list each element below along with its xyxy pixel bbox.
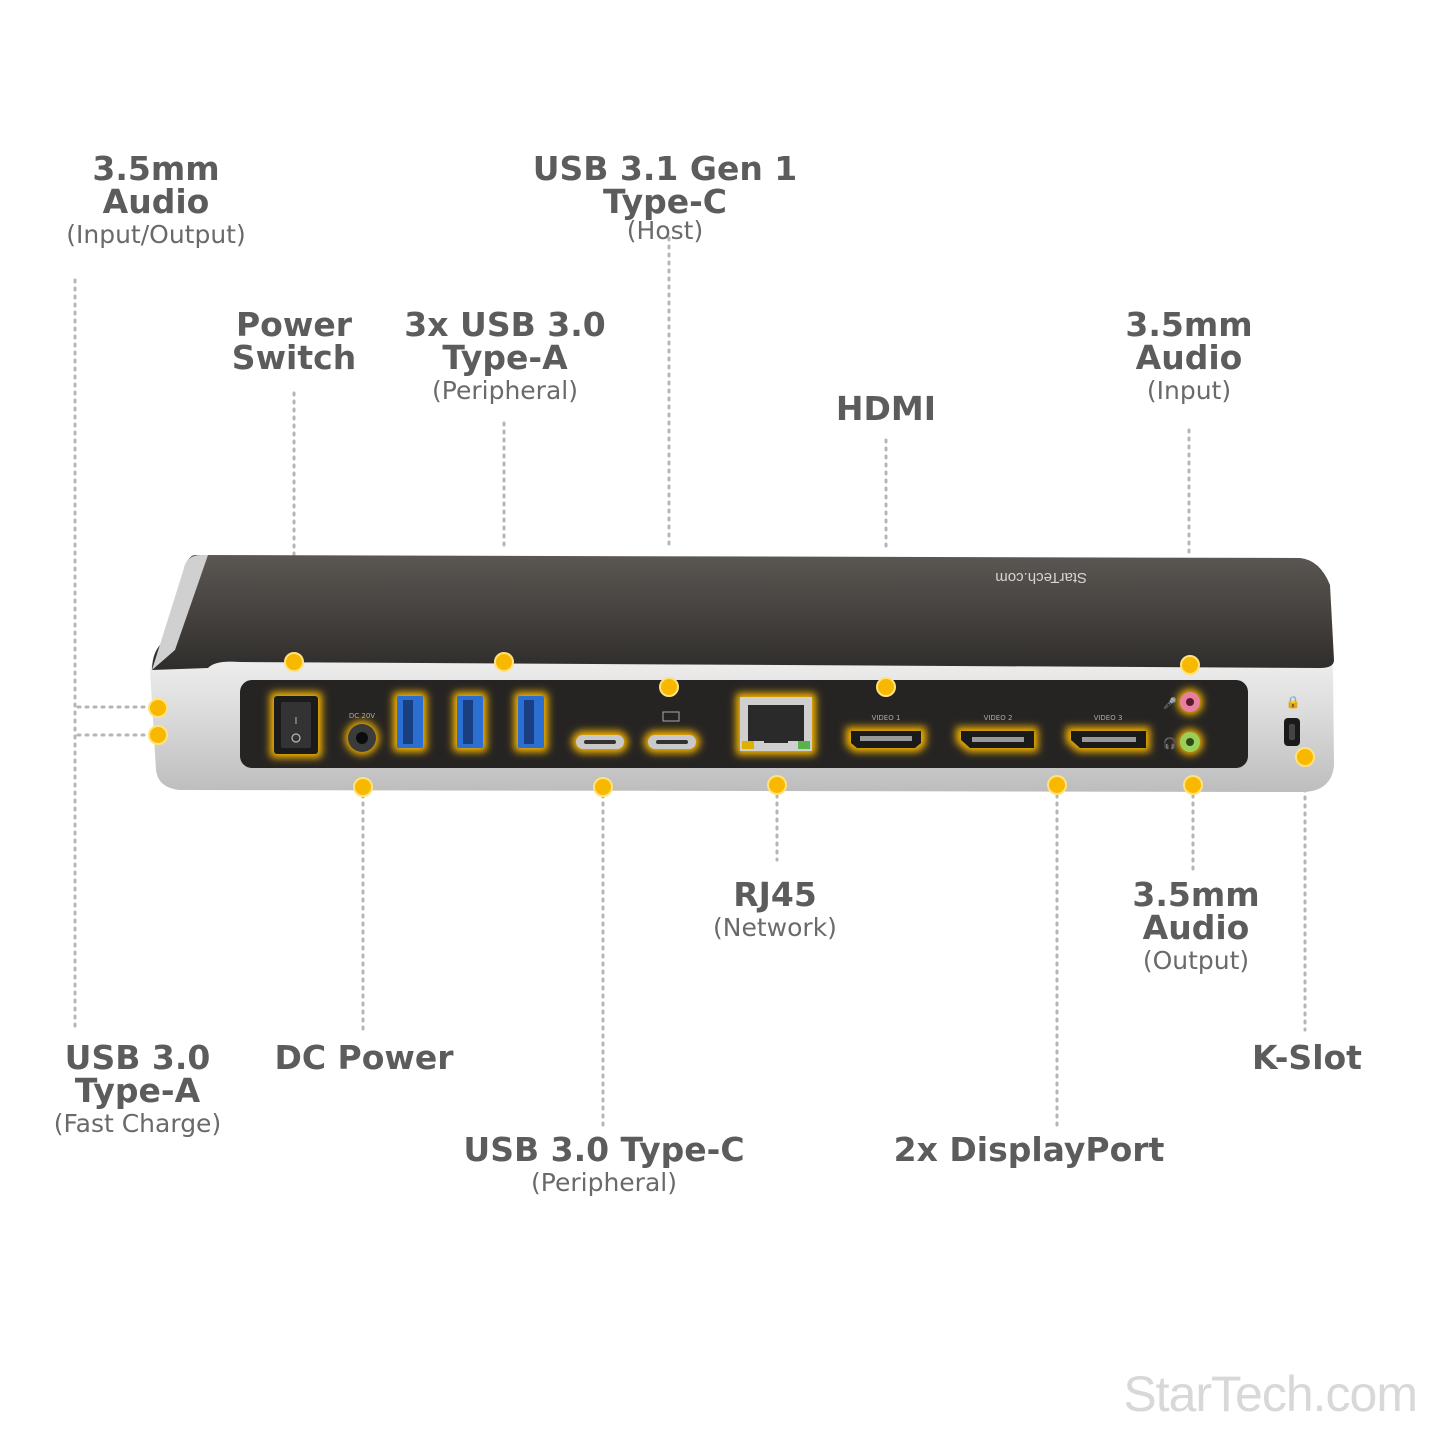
label-dc-power: DC Power [274, 1038, 454, 1077]
power-switch[interactable]: I [270, 692, 322, 758]
video1-label: VIDEO 1 [872, 714, 901, 722]
usb-c-peripheral-port[interactable] [572, 731, 628, 753]
hdmi-port[interactable]: VIDEO 1 [846, 714, 926, 752]
label-usb30-typec-peripheral: USB 3.0 Type-C (Peripheral) [463, 1130, 745, 1197]
usb-a-ports[interactable] [393, 692, 548, 752]
startech-watermark: StarTech.com [1123, 1366, 1418, 1422]
ports: I DC 20V [152, 689, 1300, 758]
label-displayport: 2x DisplayPort [893, 1130, 1165, 1169]
dc-power-jack[interactable]: DC 20V [345, 712, 379, 755]
displayport-port-1[interactable]: VIDEO 2 [956, 714, 1038, 752]
video3-label: VIDEO 3 [1094, 714, 1123, 722]
displayport-port-2[interactable]: VIDEO 3 [1066, 714, 1150, 752]
label-hdmi: HDMI [835, 389, 937, 428]
headphone-icon: 🎧 [1163, 737, 1177, 750]
callout-dots [148, 652, 1315, 797]
audio-jacks[interactable]: 🎤 🎧 [1163, 689, 1203, 755]
k-slot[interactable]: 🔒 [1284, 695, 1300, 746]
usb-c-host-port[interactable] [644, 711, 700, 753]
dc-label: DC 20V [349, 712, 375, 720]
svg-text:I: I [295, 716, 298, 727]
dock-logo: StarTech.com [995, 569, 1087, 586]
video2-label: VIDEO 2 [984, 714, 1013, 722]
lock-icon: 🔒 [1286, 695, 1301, 709]
dock-body [150, 555, 1334, 792]
mic-icon: 🎤 [1163, 696, 1177, 710]
label-k-slot: K-Slot [1252, 1038, 1362, 1077]
rj45-port[interactable] [736, 693, 816, 755]
label-rj45: RJ45 (Network) [713, 875, 837, 942]
